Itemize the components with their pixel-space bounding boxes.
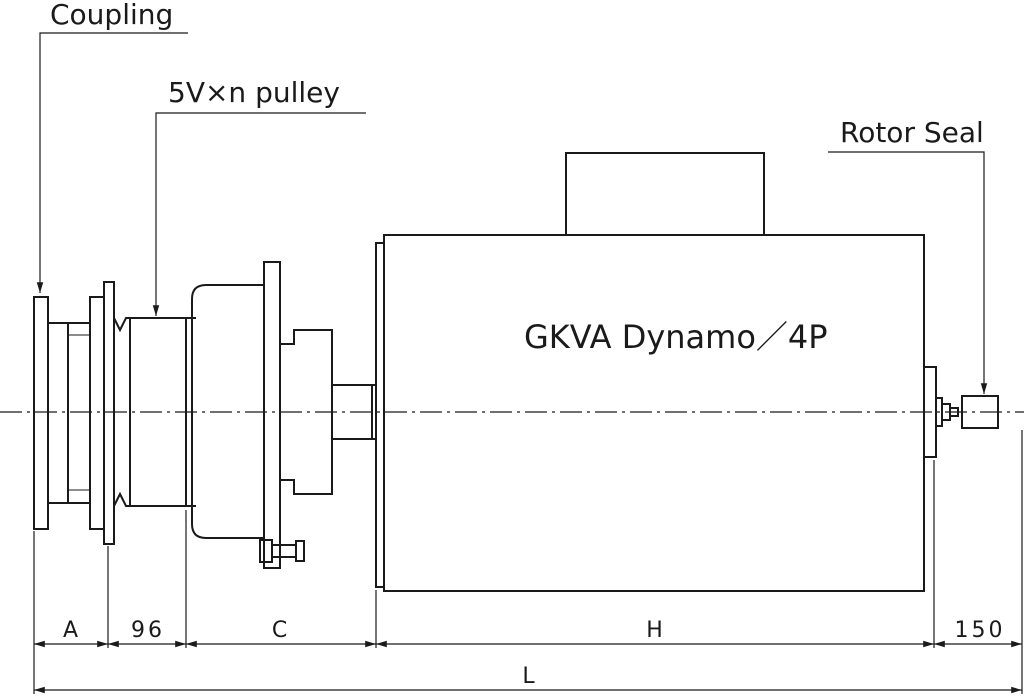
coupling-leader: [36, 32, 188, 293]
pulley-leader: [152, 112, 366, 316]
dim-a-label: A: [63, 618, 81, 643]
dim-h-label: H: [646, 618, 666, 643]
rotor-seal-part: [923, 366, 999, 458]
coupling-label: Coupling: [50, 0, 173, 31]
rotor-seal-leader: [828, 151, 988, 394]
bearing-housing-part: [191, 261, 377, 569]
rotor-seal-label: Rotor Seal: [840, 116, 984, 149]
dim-c-label: C: [272, 618, 290, 643]
dim-96-label: 96: [131, 618, 165, 643]
extension-lines: [33, 430, 1023, 694]
motor-body: [375, 152, 925, 592]
dimension-lines: [34, 640, 1022, 694]
coupling-part: [33, 296, 105, 530]
motor-model-label: GKVA Dynamo／4P: [524, 318, 828, 356]
dim-150-label: 150: [955, 618, 1006, 643]
pulley-part: [103, 281, 196, 545]
pulley-label: 5V×n pulley: [168, 76, 340, 109]
dim-l-label: L: [522, 664, 537, 689]
